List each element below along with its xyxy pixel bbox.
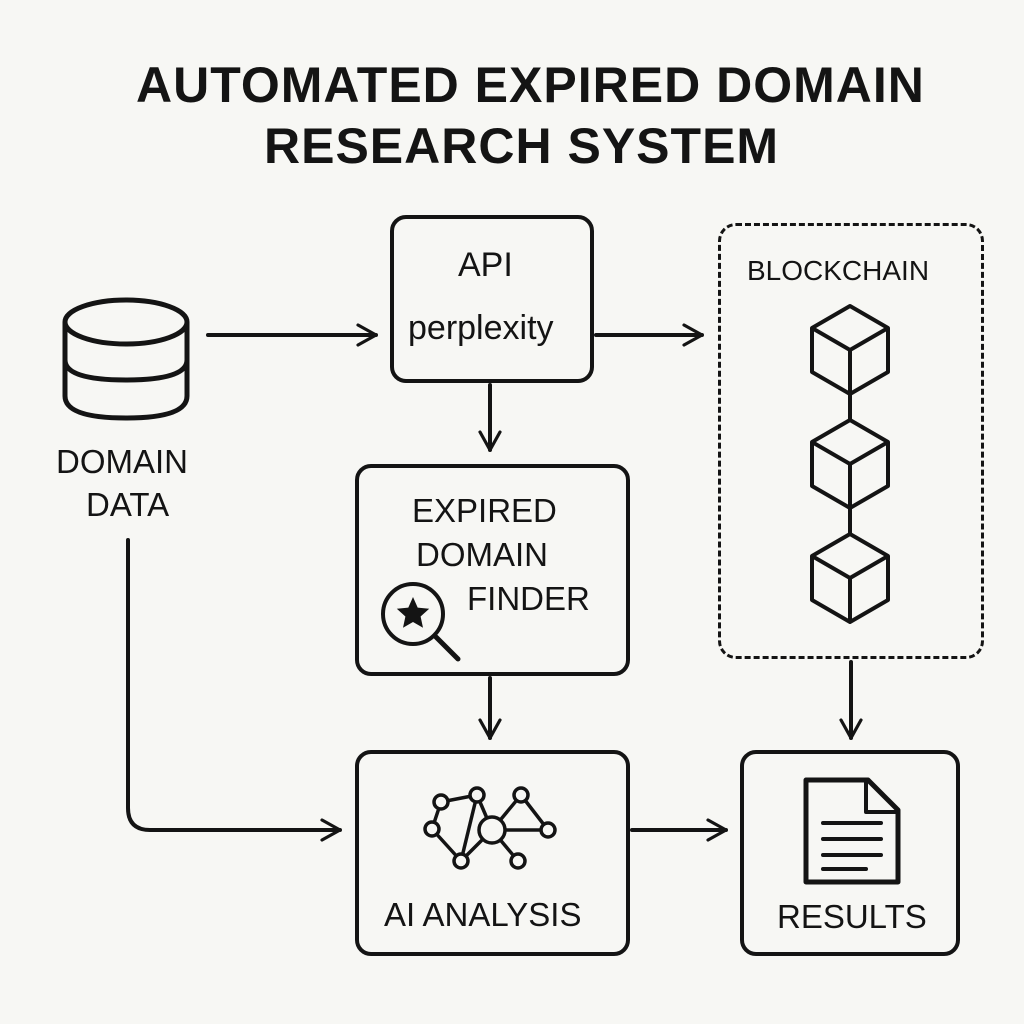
finder-label-line-1: EXPIRED	[412, 492, 557, 529]
ai-analysis-node-box	[355, 750, 630, 956]
finder-label-line-2: DOMAIN	[416, 536, 548, 573]
finder-label-line-3: FINDER	[467, 580, 590, 617]
edge-domain-data-to-ai-analysis	[126, 538, 342, 842]
document-icon	[803, 777, 901, 885]
ai-analysis-label: AI ANALYSIS	[384, 896, 582, 933]
blockchain-node-box	[718, 223, 984, 659]
api-perplexity-label: perplexity	[408, 309, 554, 347]
domain-data-label-line-2: DATA	[86, 486, 170, 523]
diagram-title-line-1: AUTOMATED EXPIRED DOMAIN	[136, 57, 925, 113]
api-node-box	[390, 215, 594, 383]
domain-data-label-line-1: DOMAIN	[56, 443, 188, 480]
results-label: RESULTS	[777, 898, 927, 935]
database-icon	[62, 297, 190, 421]
diagram-title-line-2: RESEARCH SYSTEM	[264, 118, 780, 174]
api-label: API	[458, 246, 513, 284]
neural-network-icon	[423, 786, 557, 870]
blockchain-label: BLOCKCHAIN	[747, 255, 930, 286]
magnifier-star-icon	[381, 582, 461, 662]
blockchain-cubes-icon	[810, 304, 890, 624]
